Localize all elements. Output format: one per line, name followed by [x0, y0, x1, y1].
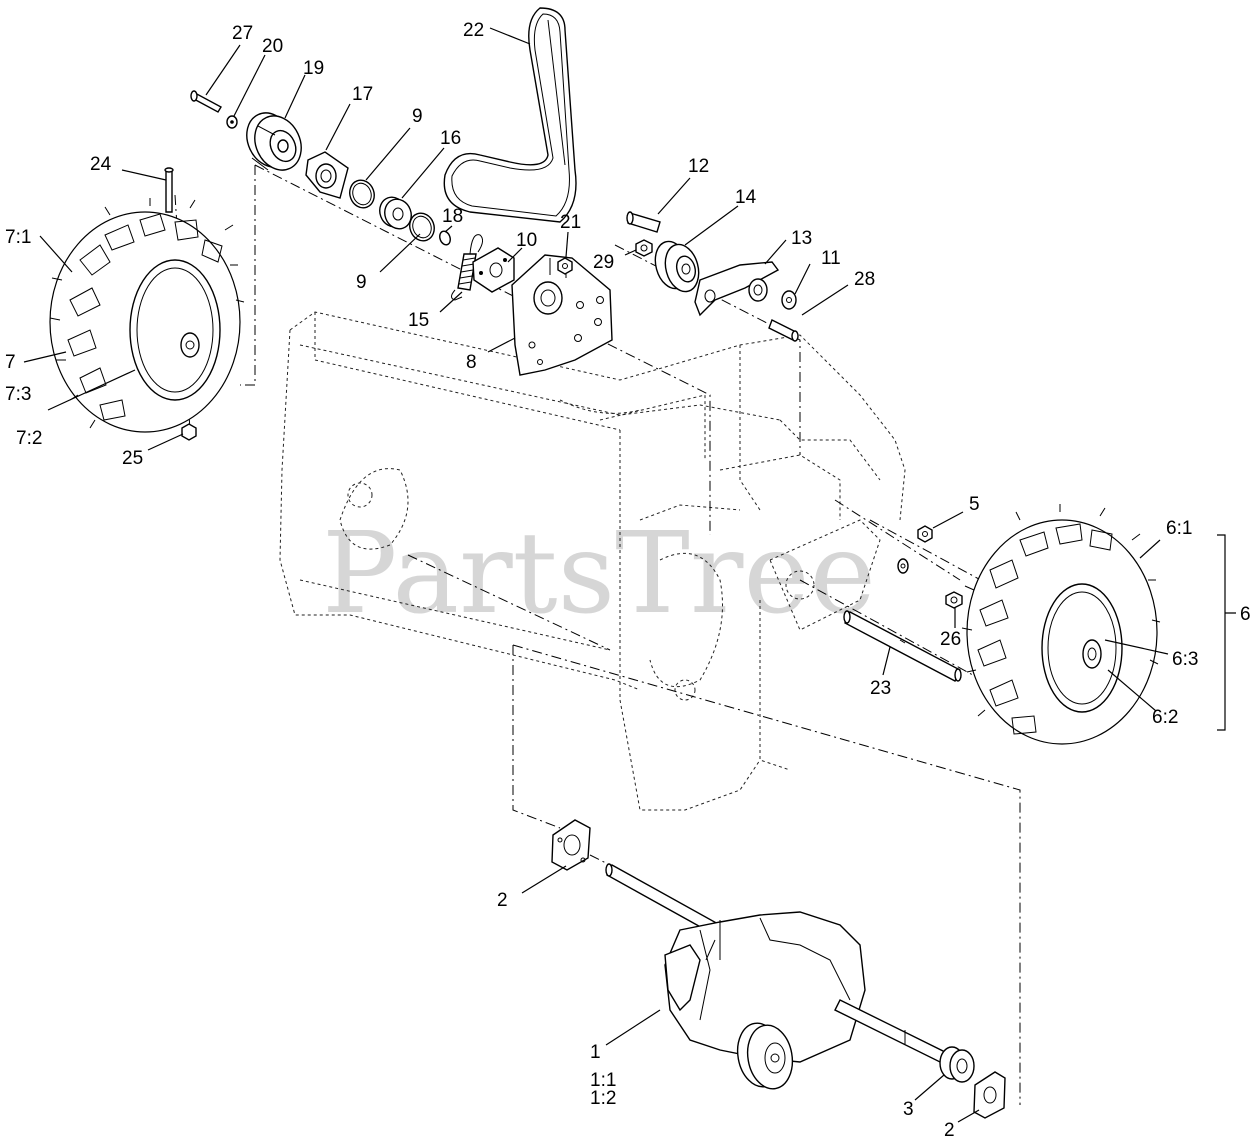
callout-6-3: 6:3: [1172, 649, 1198, 670]
callout-18: 18: [442, 206, 463, 227]
callout-24: 24: [90, 154, 112, 175]
callout-2-upper: 2: [497, 890, 508, 911]
drive-belt: [443, 7, 577, 223]
callout-1-1: 1:1: [590, 1070, 616, 1091]
idler-pulley-stack: [190, 90, 451, 246]
callout-19: 19: [303, 58, 324, 79]
axle-hardware: [897, 525, 963, 609]
callout-1: 1: [590, 1042, 601, 1063]
callout-8: 8: [466, 352, 477, 373]
callout-21: 21: [560, 212, 581, 233]
idler-bolt-and-pulley: [626, 211, 700, 293]
callout-6-1: 6:1: [1166, 518, 1192, 539]
callout-27: 27: [232, 23, 253, 44]
callout-14: 14: [735, 187, 757, 208]
callout-1-2: 1:2: [590, 1088, 616, 1109]
hex-nut-21: [557, 257, 573, 275]
assembly-centerlines: [174, 164, 1021, 1105]
tension-spring: [451, 234, 484, 301]
callout-6: 6: [1240, 604, 1251, 625]
callout-28: 28: [854, 269, 875, 290]
callout-2-lower: 2: [944, 1120, 955, 1141]
watermark: PartsTree: [322, 509, 876, 639]
callout-7-2: 7:2: [16, 428, 42, 449]
callout-29: 29: [593, 252, 614, 273]
spacer-and-flange-lower: [939, 1046, 1006, 1119]
mounting-bracket: [511, 254, 613, 376]
callout-15: 15: [408, 310, 429, 331]
callout-labels: 27 20 19 22 17 9 16 24 18 21 10 9 15 8 1…: [5, 20, 1251, 1141]
left-wheel-assembly: [49, 167, 245, 441]
transaxle: [605, 863, 946, 1090]
idler-arm: [694, 261, 799, 342]
callout-6-2: 6:2: [1152, 707, 1178, 728]
callout-22: 22: [463, 20, 484, 41]
callout-10: 10: [516, 230, 537, 251]
bearing-flange-upper: [551, 819, 591, 871]
callout-23: 23: [870, 678, 891, 699]
callout-9-upper: 9: [412, 106, 423, 127]
pivot-plate: [472, 247, 515, 293]
axle-shaft: [843, 610, 962, 682]
callout-3: 3: [903, 1099, 914, 1120]
callout-5: 5: [969, 494, 980, 515]
callout-11: 11: [821, 248, 841, 269]
callout-7: 7: [5, 352, 16, 373]
callout-7-1: 7:1: [5, 227, 31, 248]
callout-7-3: 7:3: [5, 384, 31, 405]
callout-12: 12: [688, 156, 709, 177]
callout-16: 16: [440, 128, 461, 149]
right-wheel-assembly: [961, 504, 1161, 745]
callout-20: 20: [262, 36, 283, 57]
callout-25: 25: [122, 448, 143, 469]
callout-9-lower: 9: [356, 272, 367, 293]
housing-frame: [279, 311, 906, 811]
callout-17: 17: [352, 84, 373, 105]
leader-lines: [23, 27, 1236, 1123]
callout-13: 13: [791, 228, 812, 249]
callout-26: 26: [940, 629, 961, 650]
